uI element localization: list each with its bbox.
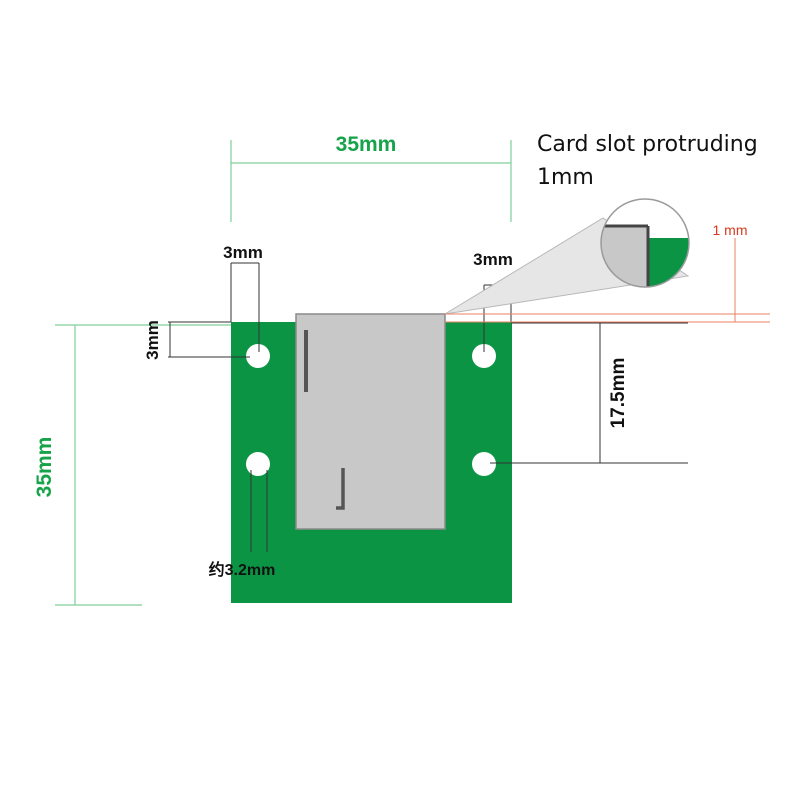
dimension-hole-x-left: [230, 262, 260, 352]
height-left-label: 35mm: [33, 437, 56, 498]
slot-note-line-2: 1mm: [537, 165, 594, 190]
dimension-hole-diameter: [250, 470, 268, 552]
slot-note-line-1: Card slot protruding: [537, 132, 758, 157]
dimension-slot-protrusion: [445, 238, 770, 323]
hole-spacing-label: 17.5mm: [608, 358, 629, 429]
dimension-hole-spacing: [490, 322, 688, 464]
hole-y-left-label: 3mm: [143, 320, 162, 360]
dimension-hole-y-left: [168, 321, 250, 358]
dimension-width-top: [230, 140, 512, 222]
dimension-height-left: [55, 324, 231, 606]
width-top-label: 35mm: [336, 133, 397, 156]
mounting-hole-top-right: [472, 344, 496, 368]
slot-mark-top: [304, 330, 308, 392]
protrusion-value-label: 1 mm: [713, 222, 748, 238]
card-slot: [295, 313, 446, 530]
mounting-hole-top-left: [246, 344, 270, 368]
mounting-hole-bottom-right: [472, 452, 496, 476]
slot-mark-bottom: [336, 468, 345, 510]
hole-x-left-label: 3mm: [223, 243, 263, 262]
zoom-magnifier: [600, 198, 690, 288]
mounting-hole-bottom-left: [246, 452, 270, 476]
hole-diameter-label: 约3.2mm: [209, 560, 276, 579]
hole-x-right-label: 3mm: [473, 250, 513, 269]
